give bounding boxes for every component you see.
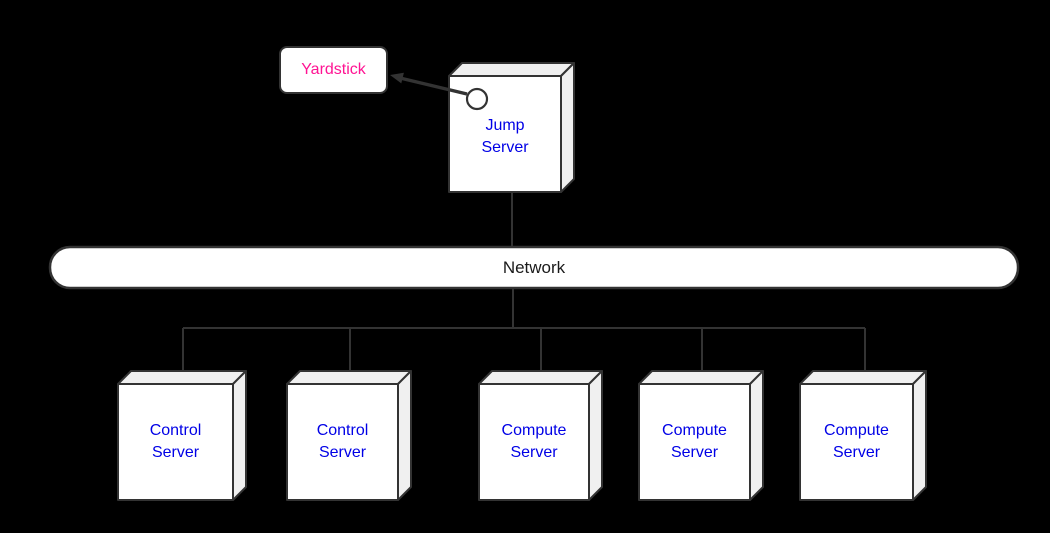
control-server-1-front-face — [117, 383, 234, 501]
port-circle-icon — [465, 87, 489, 111]
compute-server-2-top-face — [638, 370, 764, 385]
jump-server-front-face — [448, 75, 562, 193]
arrow-head-icon — [390, 72, 404, 84]
jump-server-side-face — [560, 62, 575, 193]
network-bus-shape — [48, 245, 1020, 290]
compute-server-1-box — [478, 370, 603, 501]
jump-server-top-face — [448, 62, 575, 77]
compute-server-3-top-face — [799, 370, 927, 385]
compute-server-3-box — [799, 370, 927, 501]
compute-server-2-box — [638, 370, 764, 501]
connector-lines — [182, 192, 866, 372]
yardstick-arrow — [390, 72, 468, 96]
yardstick-box-shape — [279, 46, 388, 94]
compute-server-3-front-face — [799, 383, 914, 501]
control-server-2-front-face — [286, 383, 399, 501]
control-server-2-side-face — [397, 370, 412, 501]
control-server-1-side-face — [232, 370, 247, 501]
jump-server-box — [448, 62, 575, 193]
control-server-2-top-face — [286, 370, 412, 385]
compute-server-1-top-face — [478, 370, 603, 385]
control-server-2-box — [286, 370, 412, 501]
compute-server-2-front-face — [638, 383, 751, 501]
control-server-1-top-face — [117, 370, 247, 385]
arrow-shaft — [399, 76, 468, 96]
compute-server-2-side-face — [749, 370, 764, 501]
control-server-1-box — [117, 370, 247, 501]
compute-server-3-side-face — [912, 370, 927, 501]
compute-server-1-side-face — [588, 370, 603, 501]
compute-server-1-front-face — [478, 383, 590, 501]
